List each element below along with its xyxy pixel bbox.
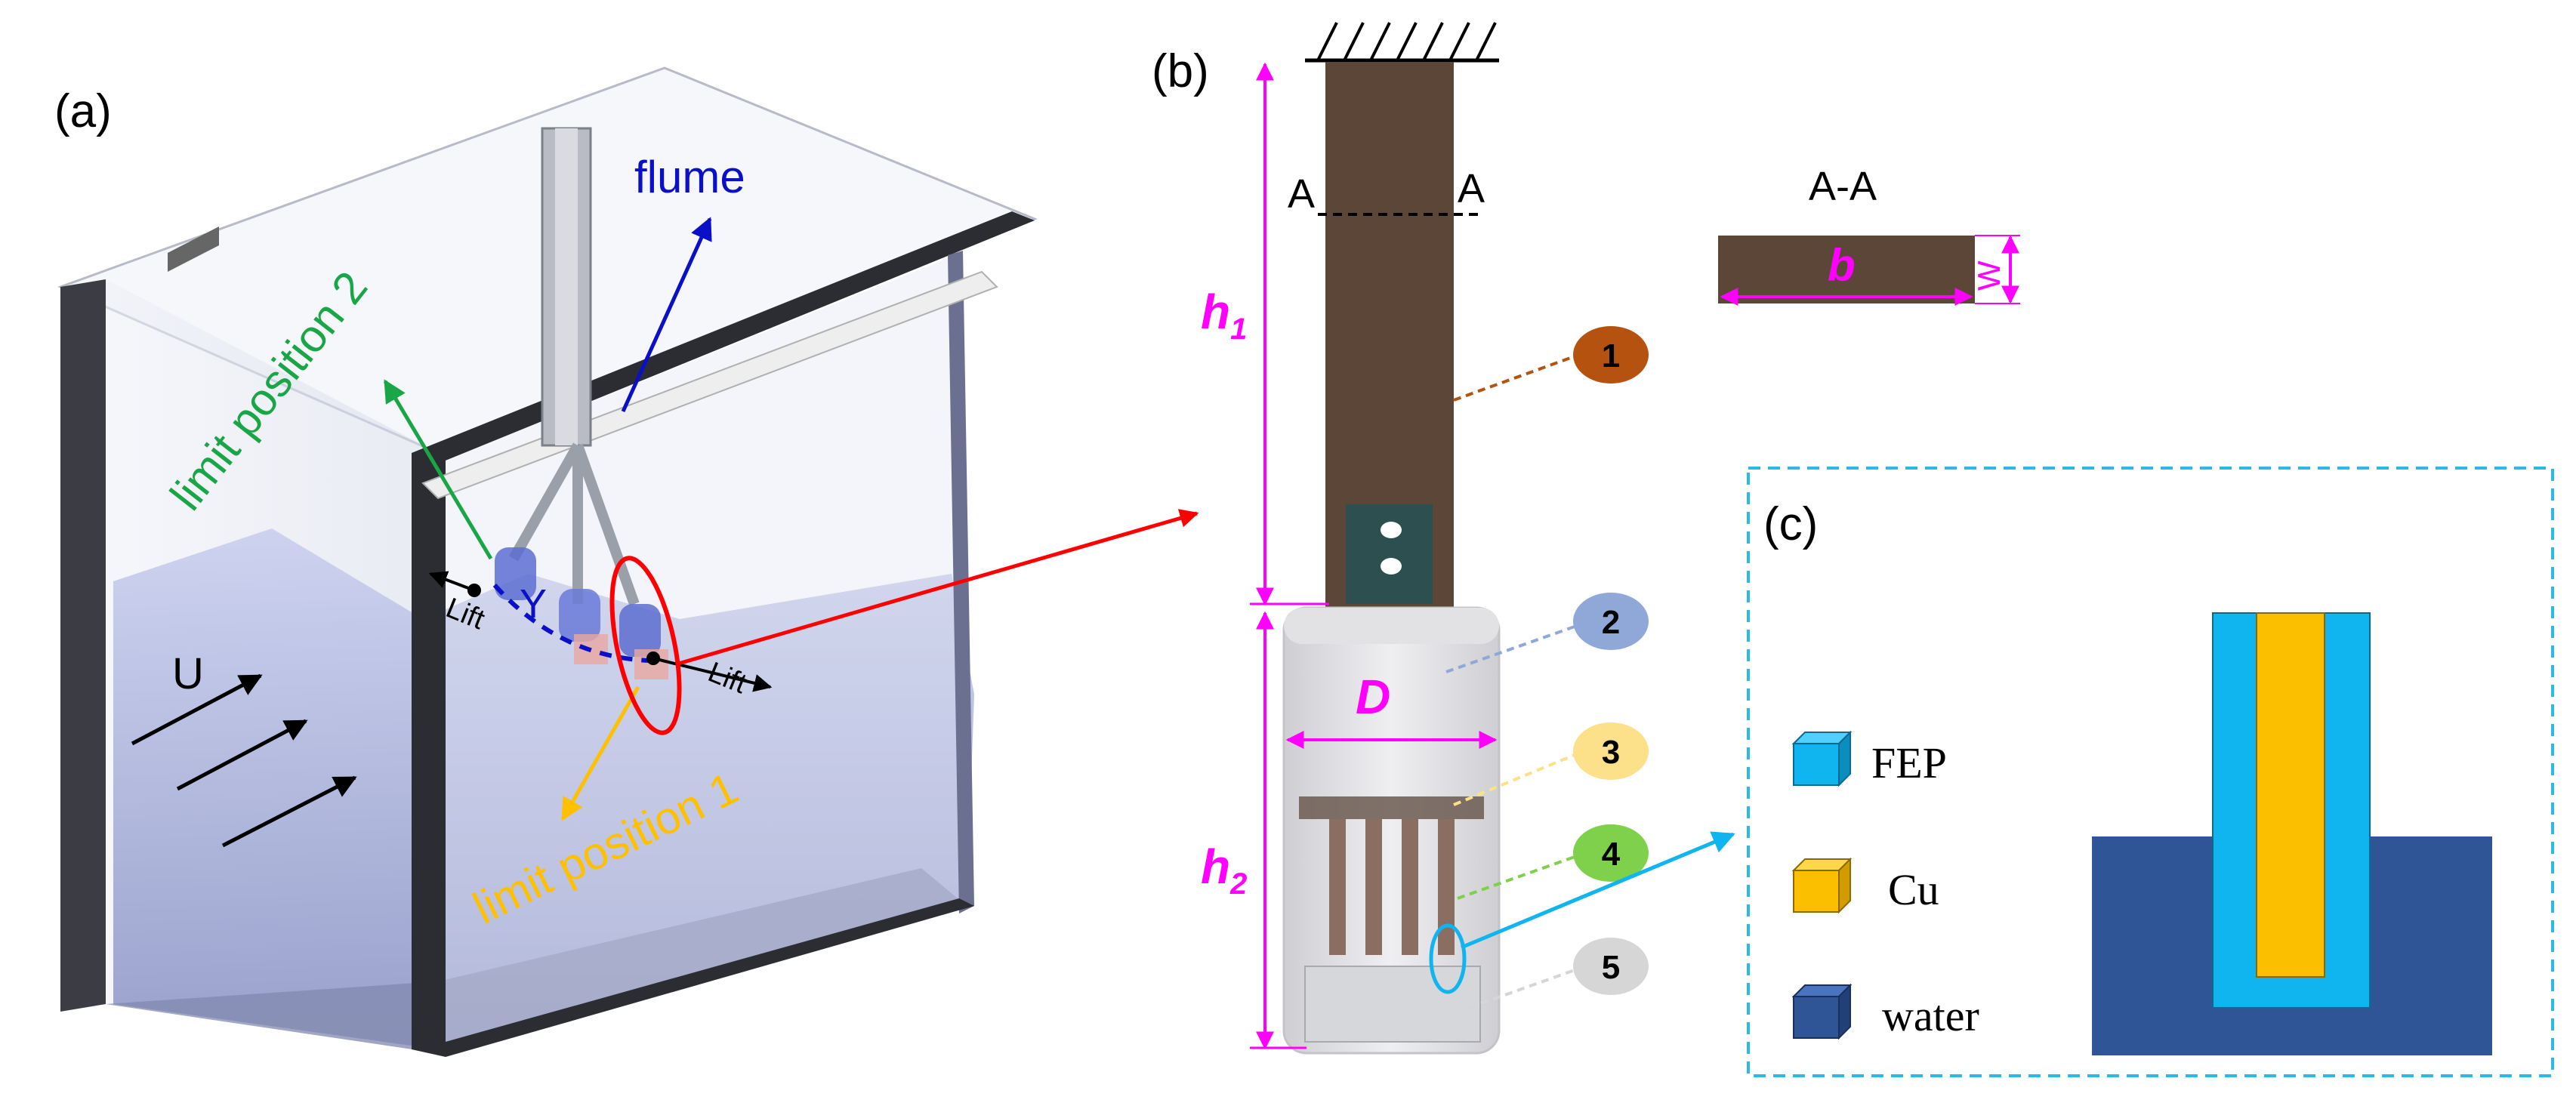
callout-number-2: 2 <box>1602 604 1620 641</box>
legend-swatch-water <box>1793 996 1840 1039</box>
callout-badge-1 <box>1573 326 1649 384</box>
beam-clamp <box>1346 504 1433 604</box>
lift-arrow-left <box>428 571 475 592</box>
legend-label-cu: Cu <box>1888 865 1939 914</box>
electrode-2 <box>1365 819 1382 955</box>
callout-leader-5 <box>1468 969 1575 1009</box>
callout-badge-2 <box>1573 593 1649 650</box>
electrode-holder <box>1299 796 1484 819</box>
panel-b-label: (b) <box>1152 45 1209 97</box>
flume-bottom-rail <box>446 898 974 1057</box>
panel-c-label: (c) <box>1763 498 1818 550</box>
legend-water: water <box>1791 983 1979 1040</box>
callout-leader-4 <box>1457 855 1575 900</box>
clamp-hole-bottom <box>1381 558 1402 575</box>
flume-left-frame <box>60 279 106 1012</box>
water-chamber <box>1304 966 1481 1043</box>
callout-leader-3 <box>1453 753 1575 806</box>
fixed-support <box>1305 22 1499 63</box>
oscillator-right-limit <box>619 604 661 657</box>
lift-arrow-right <box>652 657 773 692</box>
electrode-1 <box>1329 819 1346 955</box>
oscillator-center <box>559 589 600 642</box>
callout-number-1: 1 <box>1602 337 1620 374</box>
limit-position-1-arrow <box>560 685 640 821</box>
h1-label: h1 <box>1201 285 1247 346</box>
section-label-left: A <box>1288 171 1315 217</box>
electrode-4 <box>1438 819 1455 955</box>
flume-label: flume <box>634 152 745 202</box>
panel-b: (b) A A <box>1152 22 2020 1055</box>
diameter-label: D <box>1356 670 1390 724</box>
panel-a: (a) <box>54 66 1199 1057</box>
electrode-3 <box>1402 819 1418 955</box>
thickness-w-label: W <box>1971 260 2007 291</box>
pendulum-arm-right <box>572 443 640 606</box>
highlight-ellipse <box>609 556 682 735</box>
detail-box <box>1747 467 2554 1077</box>
zoom-arrow-to-b <box>675 509 1199 667</box>
section-label-right: A <box>1458 166 1485 211</box>
callout-number-5: 5 <box>1602 949 1620 986</box>
legend-label-fep: FEP <box>1871 738 1947 787</box>
zoom-arrow-to-c <box>1461 831 1735 950</box>
u-label: U <box>172 649 204 698</box>
legend-label-water: water <box>1882 991 1979 1040</box>
oscillator-left-limit <box>495 547 536 600</box>
callout-leader-2 <box>1445 625 1575 673</box>
pendulum-arm-left <box>508 442 583 562</box>
limit-position-2-arrow <box>383 379 493 560</box>
y-label: Y <box>520 581 547 627</box>
cu-electrode <box>2256 612 2325 978</box>
callout-badge-3 <box>1573 722 1649 780</box>
h2-label: h2 <box>1201 839 1247 901</box>
legend-cu: Cu <box>1791 857 1939 914</box>
oscillation-path <box>492 583 650 663</box>
panel-c: (c) FEP Cu water <box>1747 467 2554 1077</box>
flow-arrow-3 <box>221 775 357 848</box>
flume-front-frame-left <box>412 453 446 1057</box>
callout-badge-4 <box>1573 824 1649 882</box>
callout-leader-1 <box>1453 355 1575 402</box>
section-title: A-A <box>1809 164 1877 209</box>
panel-a-label: (a) <box>54 85 112 137</box>
cylinder-top-cap <box>1284 608 1499 644</box>
callout-badge-5 <box>1573 938 1649 995</box>
flume-bottom <box>106 868 967 1053</box>
callout-number-3: 3 <box>1602 734 1620 771</box>
flow-arrow-1 <box>131 673 263 746</box>
flume-tank-illustration <box>57 66 1038 1057</box>
width-b-label: b <box>1828 240 1856 291</box>
callout-number-4: 4 <box>1602 836 1621 873</box>
wall-badge <box>168 226 219 272</box>
flow-arrow-2 <box>176 719 308 791</box>
legend-swatch-cu <box>1793 870 1840 913</box>
clamp-hole-top <box>1381 522 1402 538</box>
flume-pointer-arrow <box>621 217 712 413</box>
detail-ellipse <box>1429 923 1467 994</box>
legend-swatch-fep <box>1793 743 1840 786</box>
support-post-highlight <box>555 128 578 445</box>
legend-fep: FEP <box>1791 730 1947 787</box>
